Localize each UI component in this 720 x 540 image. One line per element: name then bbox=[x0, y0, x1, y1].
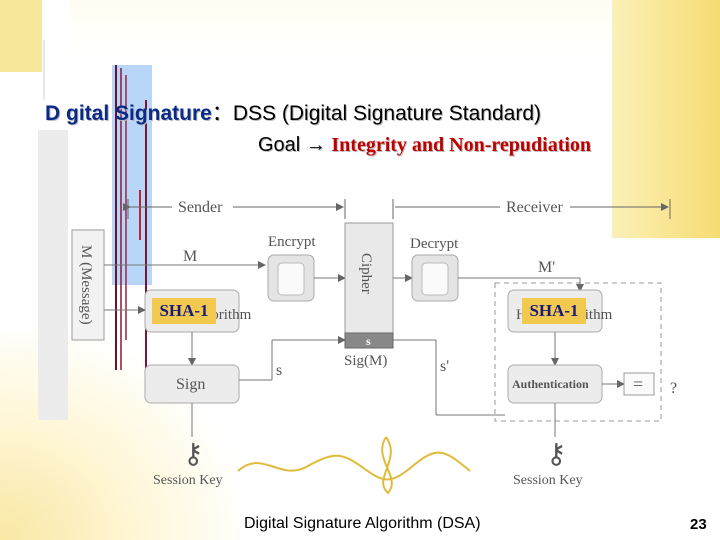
goal-label: Goal bbox=[258, 134, 301, 156]
sender-label: Sender bbox=[178, 199, 223, 216]
question-label: ? bbox=[670, 380, 677, 397]
sha-left-badge: SHA-1 bbox=[152, 298, 216, 324]
sha-right-badge: SHA-1 bbox=[522, 298, 586, 324]
page-number: 23 bbox=[690, 516, 707, 533]
session-key-right-label: Session Key bbox=[513, 473, 583, 488]
key-right-icon: ⚷ bbox=[546, 439, 567, 470]
title-rest: ：DSS (Digital Signature Standard) bbox=[211, 102, 542, 125]
corner-decoration-top-left bbox=[0, 0, 42, 72]
sign-label: Sign bbox=[176, 376, 205, 393]
slide-title: D gital Signature：DSS (Digital Signature… bbox=[45, 97, 541, 127]
key-left-icon: ⚷ bbox=[183, 439, 204, 470]
dss-diagram: Sender Receiver M (Message) M Encrypt Ci… bbox=[71, 199, 677, 495]
m-prime-label: M' bbox=[538, 259, 555, 276]
session-key-left-label: Session Key bbox=[153, 473, 223, 488]
encrypt-label: Encrypt bbox=[268, 234, 316, 250]
s-box-label: s bbox=[366, 334, 371, 348]
equals-label: = bbox=[633, 374, 643, 394]
background-stripe bbox=[70, 0, 610, 60]
receiver-label: Receiver bbox=[506, 199, 564, 216]
sig-label: Sig(M) bbox=[344, 353, 387, 369]
cipher-label: Cipher bbox=[358, 253, 374, 294]
corner-decoration-top-right bbox=[612, 0, 720, 238]
s-prime-label: s' bbox=[440, 358, 449, 375]
goal-text: Integrity and Non-repudiation bbox=[331, 134, 592, 156]
authentication-label: Authentication bbox=[512, 377, 589, 391]
s-label: s bbox=[276, 362, 282, 379]
title-lead: D gital Signature bbox=[45, 102, 212, 125]
goal-arrow-icon: → bbox=[305, 134, 326, 156]
m-label: M bbox=[183, 248, 197, 265]
ornament-swirl bbox=[237, 451, 471, 481]
message-label: M (Message) bbox=[78, 245, 94, 325]
decrypt-label: Decrypt bbox=[410, 236, 459, 252]
goal-line: Goal → Integrity and Non-repudiation bbox=[258, 134, 591, 157]
footer-caption: Digital Signature Algorithm (DSA) bbox=[244, 515, 481, 532]
